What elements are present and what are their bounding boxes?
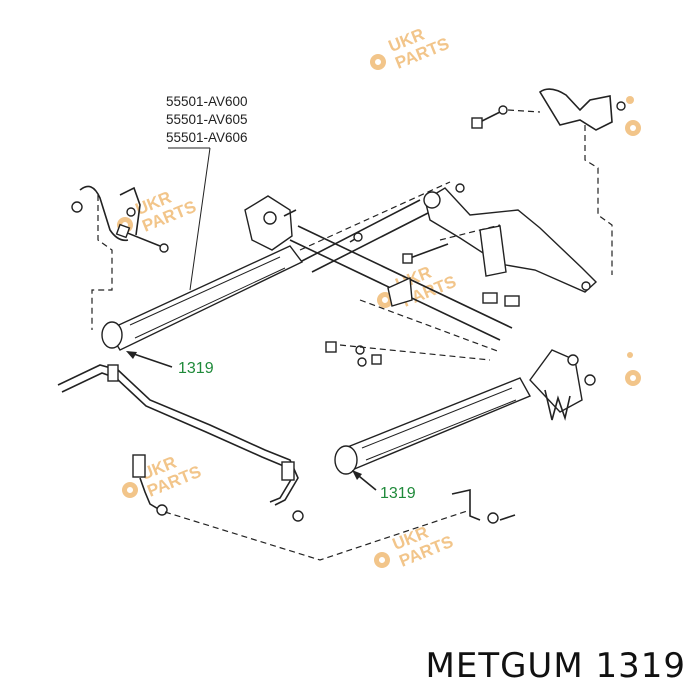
rear-cross-member: [299, 199, 431, 273]
center-bolts: [325, 341, 382, 367]
stabilizer-bar[interactable]: [57, 364, 299, 506]
mount-leader: [439, 224, 501, 241]
left-body-bracket-2: [119, 186, 141, 236]
bolt-icon: [471, 105, 508, 129]
link-bracket-right-2: [499, 514, 516, 521]
watermark-edge-right-mid: [625, 352, 641, 386]
lower-link-left[interactable]: [101, 245, 304, 351]
watermark-center: UKR PARTS: [377, 263, 459, 311]
nut-icon: [126, 207, 136, 217]
left-body-outline: [91, 195, 113, 330]
bolt-leader: [507, 109, 541, 113]
bushing-right: [334, 445, 358, 475]
left-knuckle: [244, 195, 297, 251]
stabilizer-bushing-left: [107, 364, 119, 382]
subframe-leader: [299, 181, 451, 251]
subframe-leader-2: [359, 299, 501, 353]
part-number-label: 55501-AV600: [166, 94, 248, 109]
stabilizer-bushing-right: [281, 461, 295, 481]
part-number-leader: [168, 147, 211, 291]
nut-icon: [487, 512, 499, 524]
bolt-icon: [402, 243, 449, 264]
callout-right: 1319: [352, 470, 416, 502]
svg-text:1319: 1319: [380, 485, 416, 502]
left-body-bracket: [79, 185, 129, 242]
stabilizer-link[interactable]: [132, 454, 168, 516]
center-leader: [339, 344, 491, 361]
bolt-icon: [115, 223, 169, 253]
mount-block: [504, 295, 520, 307]
bushing-left: [101, 321, 123, 349]
right-body-bracket: [538, 88, 613, 131]
svg-text:1319: 1319: [178, 360, 214, 377]
right-knuckle: [529, 349, 596, 421]
link-bracket-right: [451, 489, 481, 521]
right-body-outline: [584, 125, 613, 275]
brand-name: METGUM: [425, 646, 584, 686]
nut-icon: [616, 101, 626, 111]
nut-icon: [353, 232, 363, 242]
nut-icon: [71, 201, 83, 213]
rear-mount-bracket: [423, 183, 598, 293]
watermark-top: UKR PARTS: [370, 25, 452, 73]
lower-link-right[interactable]: [334, 377, 531, 475]
callout-left: 1319: [126, 351, 214, 377]
stabilizer-leader: [164, 509, 471, 561]
watermark-edge-right-top: [625, 96, 641, 136]
part-code: 1319: [595, 646, 686, 686]
part-number-label: 55501-AV606: [166, 130, 248, 145]
watermark-bottom: UKR PARTS: [374, 523, 456, 571]
center-bracket: [387, 276, 413, 307]
mount-block: [482, 292, 498, 304]
part-number-label: 55501-AV605: [166, 112, 248, 127]
footer-caption: METGUM 1319: [426, 646, 687, 686]
watermark-lower-left: UKR PARTS: [122, 453, 204, 501]
nut-icon: [292, 510, 304, 522]
